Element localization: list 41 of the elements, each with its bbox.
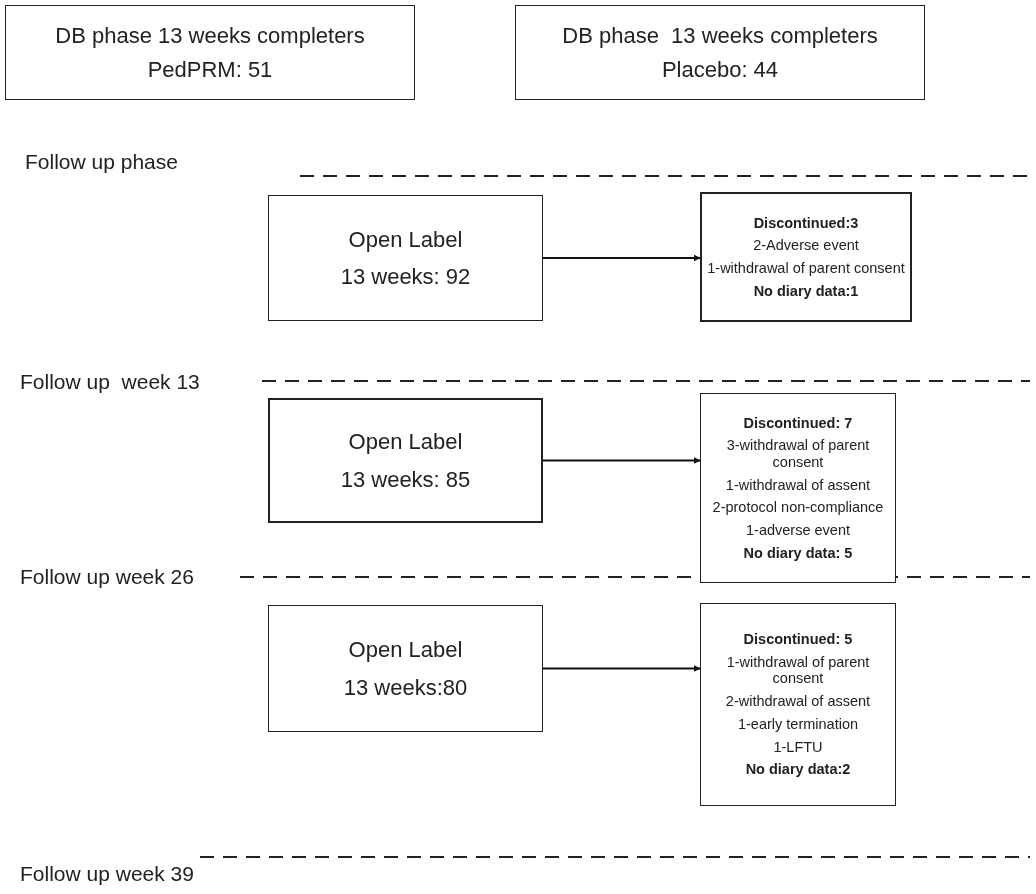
phase-label: Follow up week 39 xyxy=(20,862,194,886)
arrow xyxy=(542,457,701,464)
node-text: 3-withdrawal of parent consent xyxy=(725,437,871,471)
arrow xyxy=(542,665,701,672)
node-text: 1-adverse event xyxy=(746,522,850,539)
phase-label: Follow up week 13 xyxy=(20,370,200,394)
node-text: Discontinued: 7 xyxy=(743,414,853,432)
process-box xyxy=(268,195,543,321)
node-text: Open Label xyxy=(348,637,463,663)
node-text: DB phase 13 weeks completers xyxy=(55,23,365,49)
node-text: 2-Adverse event xyxy=(753,237,859,254)
arrow xyxy=(542,254,701,262)
node-text: No diary data:1 xyxy=(753,282,859,300)
phase-label: Follow up phase xyxy=(25,150,178,174)
node-text: DB phase 13 weeks completers xyxy=(562,23,878,49)
node-text: 13 weeks: 85 xyxy=(340,466,471,492)
node-text: No diary data:2 xyxy=(745,761,851,778)
process-box xyxy=(515,5,925,100)
node-text: Discontinued:3 xyxy=(753,214,859,232)
node-text: Open Label xyxy=(348,226,463,252)
node-text: Placebo: 44 xyxy=(661,56,779,82)
outcome-box xyxy=(700,603,896,806)
node-text: No diary data: 5 xyxy=(743,544,853,562)
process-box xyxy=(5,5,415,100)
node-text: Discontinued: 5 xyxy=(743,631,853,648)
outcome-box xyxy=(700,393,896,583)
node-text: 1-withdrawal of parent consent xyxy=(707,260,905,277)
node-text: PedPRM: 51 xyxy=(147,56,273,82)
process-box xyxy=(268,605,543,732)
node-text: 13 weeks: 92 xyxy=(340,264,471,290)
node-text: 1-early termination xyxy=(737,715,859,733)
phase-label: Follow up week 26 xyxy=(20,565,194,589)
node-text: 1-withdrawal of assent xyxy=(725,476,871,494)
outcome-box xyxy=(700,192,912,322)
node-text: 1-withdrawal of parent consent xyxy=(725,653,871,688)
node-text: 1-LFTU xyxy=(773,738,823,756)
node-text: 13 weeks:80 xyxy=(343,674,468,700)
node-text: 2-withdrawal of assent xyxy=(725,693,871,710)
node-text: 2-protocol non-compliance xyxy=(712,499,884,516)
process-box xyxy=(268,398,543,523)
node-text: Open Label xyxy=(348,429,463,455)
